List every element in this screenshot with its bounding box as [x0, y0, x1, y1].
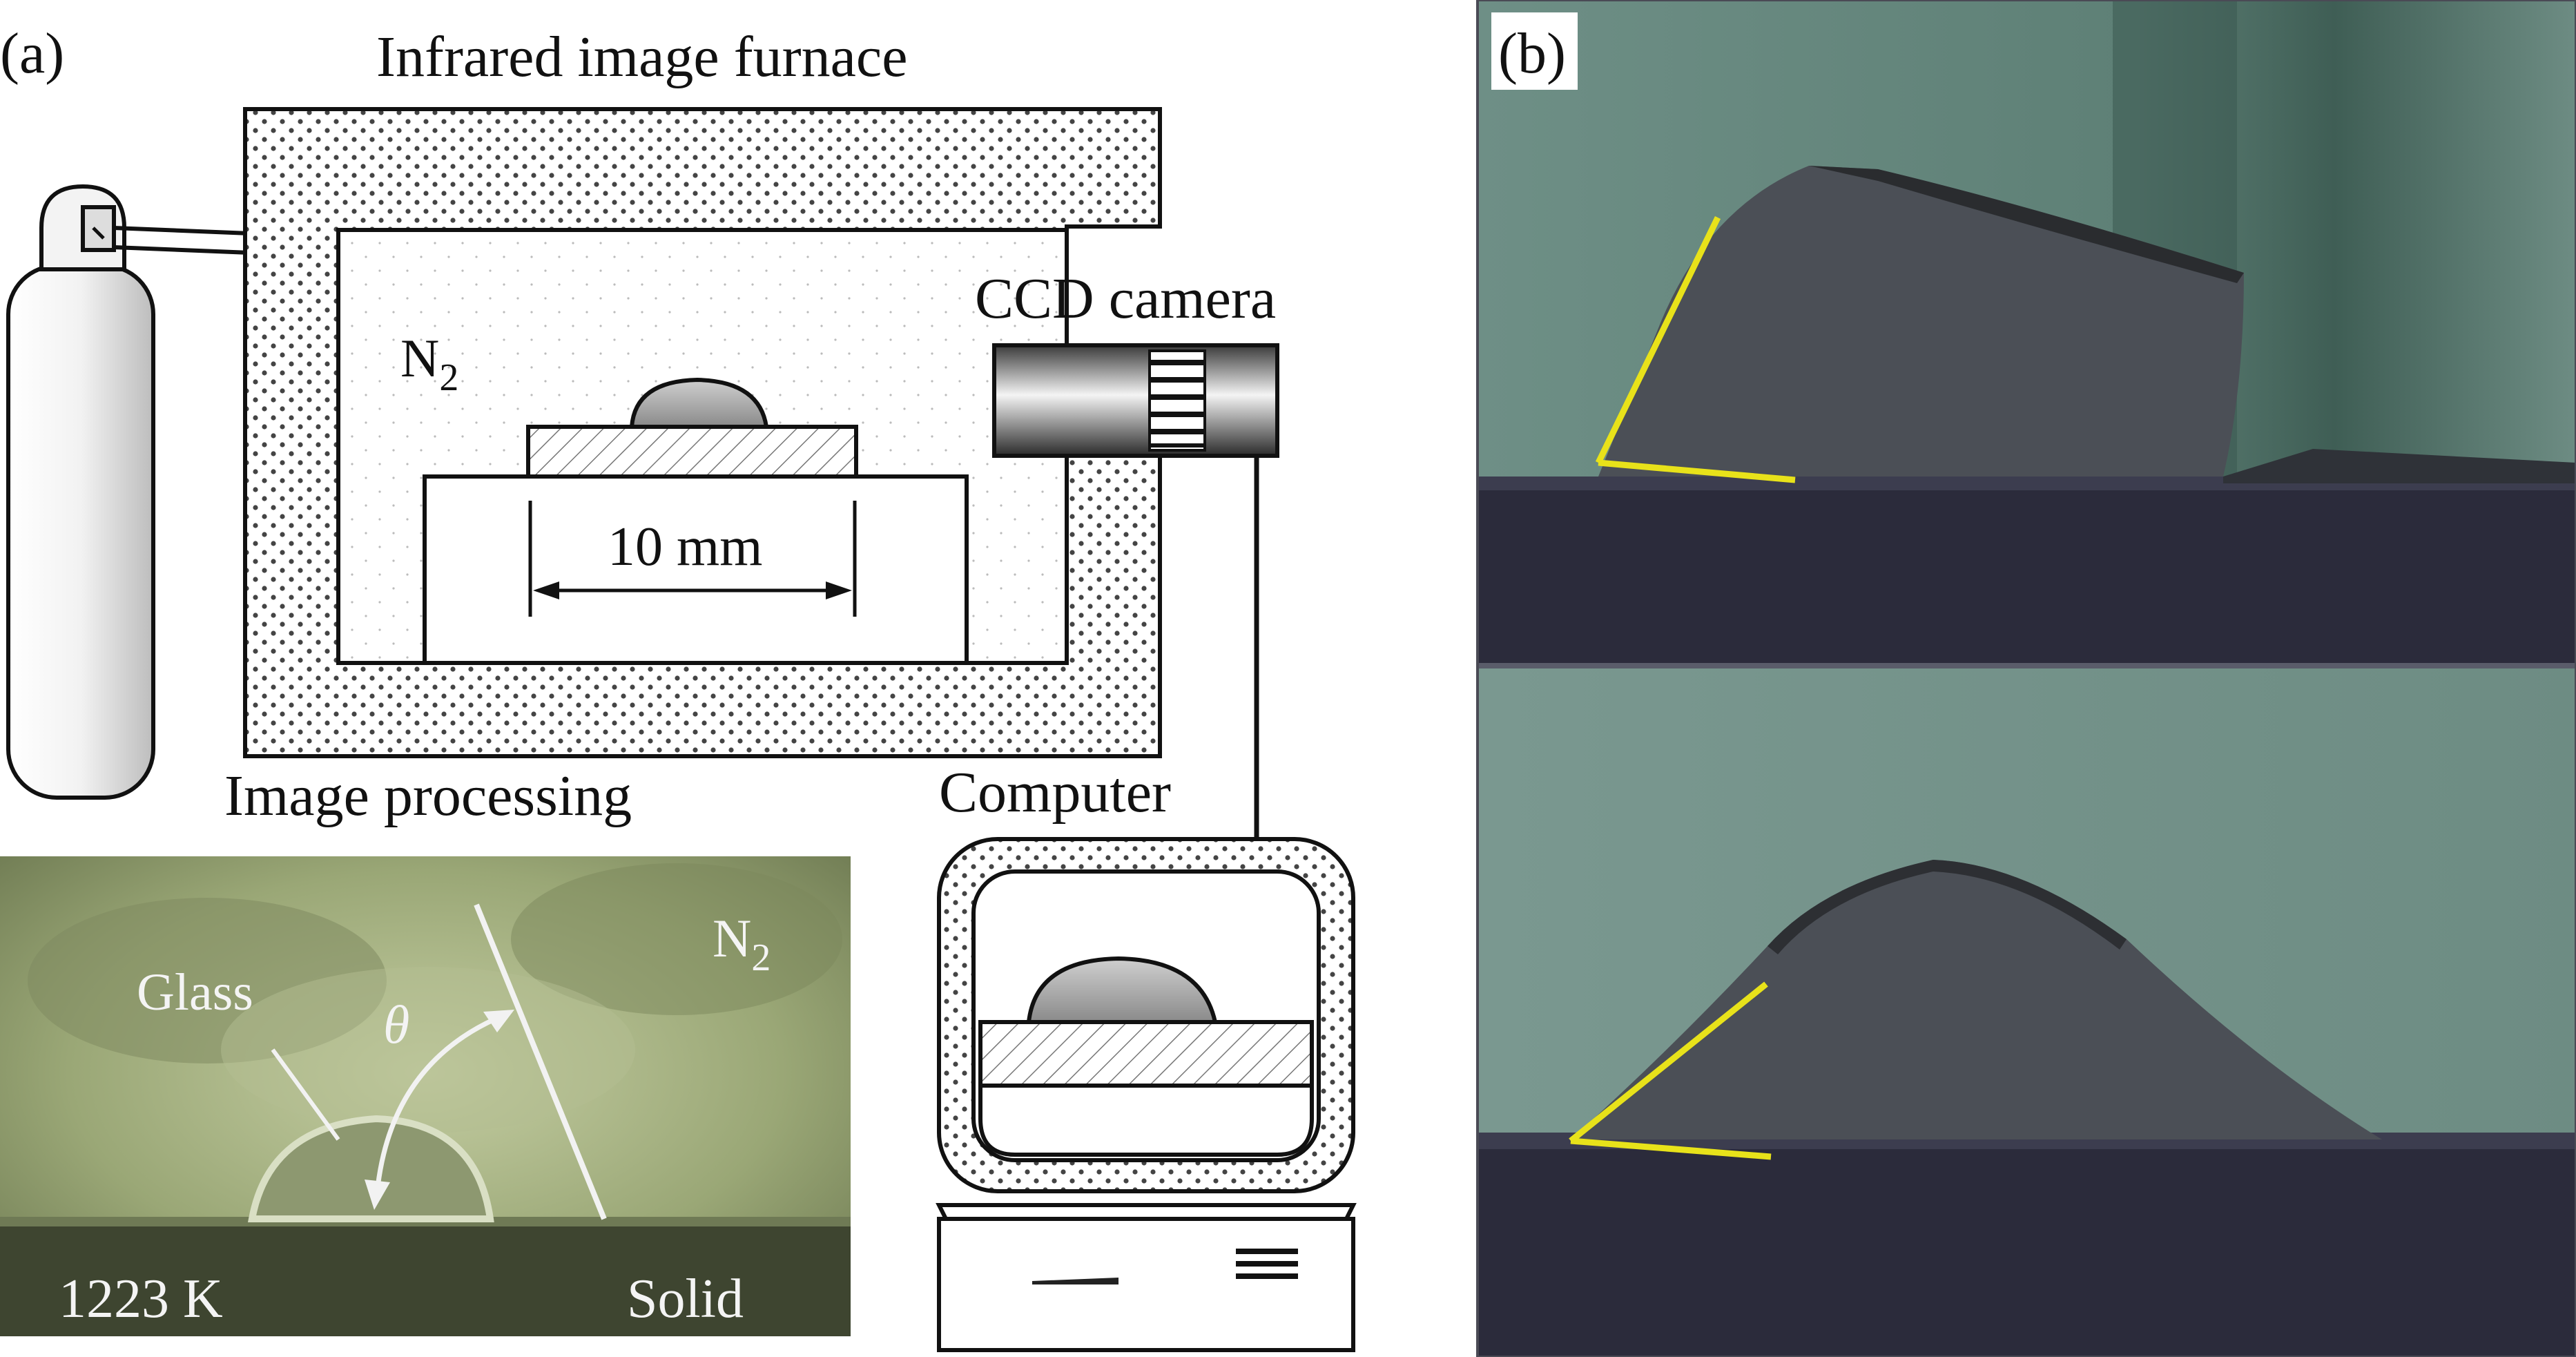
tangent-line: [474, 903, 607, 1220]
computer-base: [936, 1203, 1357, 1352]
sample-before: [1598, 166, 2244, 477]
sample-after: [1571, 860, 2382, 1139]
panel-b-photos: [1476, 0, 2576, 1357]
computer-label: Computer: [939, 760, 1171, 825]
sample-stage: [423, 377, 969, 665]
image-processing-inset: Glass θ N2 1223 K Solid: [0, 856, 851, 1336]
inset-gas-label: N2: [713, 908, 771, 979]
glass-pointer: [271, 1048, 340, 1141]
computer-monitor: [937, 837, 1355, 1193]
furnace-gas-label: N2: [400, 328, 458, 399]
glass-drop: [629, 377, 769, 429]
panel-a-label: (a): [0, 21, 64, 86]
dimension-marker: [528, 501, 857, 617]
angle-marker-top-horizontal: [1598, 459, 1796, 483]
panel-b-label-box: [1491, 12, 1578, 90]
inset-glass-label: Glass: [137, 963, 253, 1021]
angle-marker-top-vertical: [1595, 216, 1721, 464]
panel-b-label: (b): [1498, 21, 1566, 86]
image-processing-label: Image processing: [224, 764, 632, 828]
glass-droplet-photo: [247, 1115, 494, 1222]
dimension-label: 10 mm: [608, 517, 762, 577]
angle-arc: [374, 1012, 505, 1202]
furnace-label: Infrared image furnace: [376, 25, 908, 89]
camera-label: CCD camera: [975, 267, 1276, 331]
angle-marker-bottom-incline: [1569, 981, 1768, 1144]
ccd-camera: [992, 343, 1279, 458]
inset-solid-label: Solid: [627, 1269, 744, 1329]
inset-theta-label: θ: [383, 994, 409, 1055]
inset-temperature-label: 1223 K: [59, 1269, 223, 1329]
gas-cylinder: [6, 184, 251, 800]
angle-marker-bottom-base: [1570, 1137, 1772, 1160]
